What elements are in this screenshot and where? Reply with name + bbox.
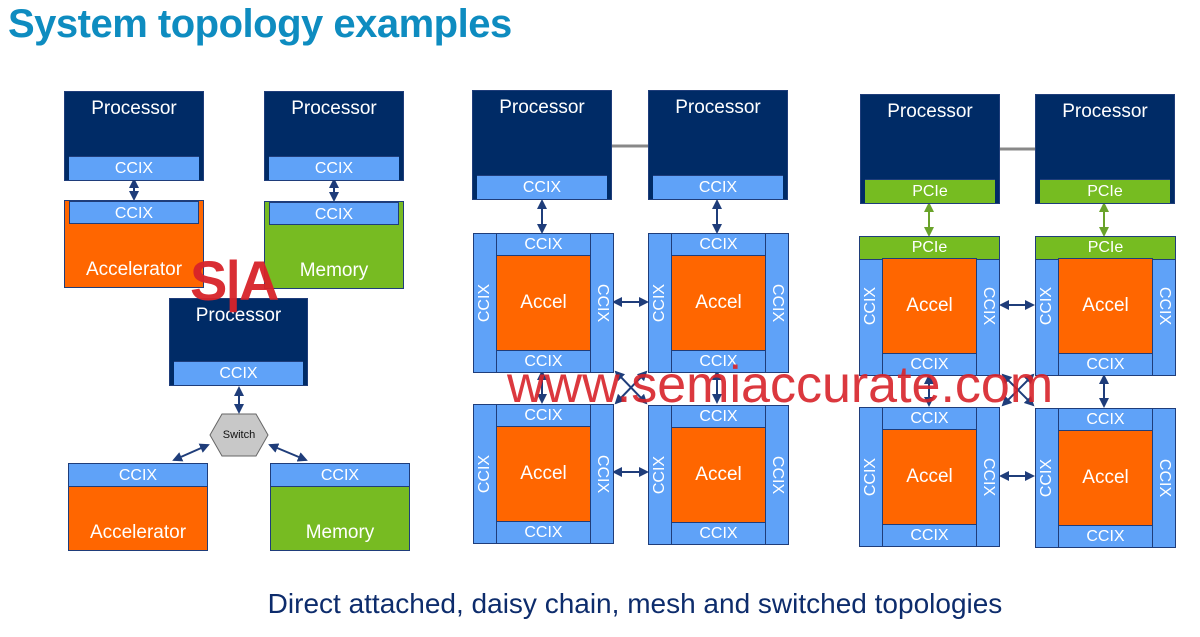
ccix-port-top: CCIX <box>699 408 738 425</box>
mid-processor-1: Processor CCIX <box>472 90 612 200</box>
slide-caption: Direct attached, daisy chain, mesh and s… <box>267 588 1003 619</box>
mid-accel-node-2: CCIX CCIX CCIX CCIX Accel <box>648 233 789 373</box>
processor-label: Processor <box>291 98 377 119</box>
accel-core: Accel <box>882 429 977 525</box>
ccix-port-bottom: CCIX <box>910 527 949 544</box>
ccix-port-top: CCIX <box>910 410 949 427</box>
mid-processor-2: Processor CCIX <box>648 90 788 200</box>
ccix-port-top: CCIX <box>1086 411 1125 428</box>
processor-label: Processor <box>195 305 282 326</box>
ccix-port-right: CCIX <box>765 406 788 544</box>
ccix-port: CCIX <box>653 175 783 199</box>
ccix-port-bottom: CCIX <box>1086 356 1125 373</box>
pcie-port-top: PCIe <box>1036 237 1175 260</box>
accelerator-label: Accelerator <box>89 522 187 543</box>
ccix-port: CCIX <box>271 464 409 487</box>
right-accel-node-1: CCIX CCIX PCIe CCIX Accel <box>859 236 1000 376</box>
accel-core: Accel <box>496 426 591 522</box>
left-processor-2: Processor CCIX <box>264 91 404 181</box>
ccix-port: CCIX <box>69 464 207 487</box>
ccix-port-top: CCIX <box>524 236 563 253</box>
ccix-port-right: CCIX <box>765 234 788 372</box>
ccix-port-bottom: CCIX <box>699 525 738 542</box>
accel-core: Accel <box>882 258 977 354</box>
processor-label: Processor <box>91 98 177 119</box>
left-accelerator-1: CCIX Accelerator <box>64 200 204 288</box>
memory-label: Memory <box>305 522 375 543</box>
ccix-port-top: CCIX <box>699 236 738 253</box>
pcie-port-top: PCIe <box>860 237 999 260</box>
ccix-port-right: CCIX <box>976 408 999 546</box>
ccix-port-left: CCIX <box>860 408 883 546</box>
ccix-port-bottom: CCIX <box>699 353 738 370</box>
ccix-port-left: CCIX <box>649 406 672 544</box>
link-mid-n2-n3 <box>614 370 648 405</box>
accel-core: Accel <box>1058 430 1153 526</box>
accel-core: Accel <box>496 255 591 351</box>
watermark-url: www.semiaccurate.com <box>507 356 1054 414</box>
ccix-port: CCIX <box>269 156 399 180</box>
ccix-port-right: CCIX <box>1152 409 1175 547</box>
ccix-port-left: CCIX <box>649 234 672 372</box>
watermark-logo: S|A <box>190 249 279 312</box>
right-processor-1: Processor PCIe <box>860 94 1000 204</box>
left-processor-3: Processor CCIX <box>169 298 308 386</box>
right-accel-node-3: CCIX CCIX CCIX CCIX Accel <box>859 407 1000 547</box>
accelerator-label: Accelerator <box>85 259 183 280</box>
ccix-port: CCIX <box>269 202 399 225</box>
processor-label: Processor <box>887 101 973 122</box>
mid-accel-node-3: CCIX CCIX CCIX CCIX Accel <box>473 404 614 544</box>
mid-accel-node-1: CCIX CCIX CCIX CCIX Accel <box>473 233 614 373</box>
accel-core: Accel <box>671 427 766 523</box>
switch-label: Switch <box>222 429 256 441</box>
ccix-port-bottom: CCIX <box>910 356 949 373</box>
right-accel-node-4: CCIX CCIX CCIX CCIX Accel <box>1035 408 1176 548</box>
ccix-port-right: CCIX <box>590 405 613 543</box>
right-accel-node-2: CCIX CCIX PCIe CCIX Accel <box>1035 236 1176 376</box>
memory-label: Memory <box>299 260 369 281</box>
ccix-port: CCIX <box>69 156 199 180</box>
switch-hexagon <box>209 413 269 457</box>
accel-core: Accel <box>671 255 766 351</box>
processor-label: Processor <box>499 97 585 118</box>
link-switch-mem2 <box>268 443 308 462</box>
processor-label: Processor <box>1062 101 1148 122</box>
left-accelerator-2: CCIX Accelerator <box>68 463 208 551</box>
ccix-port-bottom: CCIX <box>1086 528 1125 545</box>
left-memory-1: CCIX Memory <box>264 201 404 289</box>
ccix-port-left: CCIX <box>1036 409 1059 547</box>
link-right-n2-n3 <box>1001 373 1035 407</box>
ccix-port-bottom: CCIX <box>524 353 563 370</box>
ccix-port-left: CCIX <box>474 234 497 372</box>
accel-core: Accel <box>1058 258 1153 354</box>
pcie-port: PCIe <box>1040 179 1170 203</box>
processor-label: Processor <box>675 97 761 118</box>
ccix-port-top: CCIX <box>524 407 563 424</box>
pcie-port: PCIe <box>865 179 995 203</box>
left-memory-2: CCIX Memory <box>270 463 410 551</box>
right-processor-2: Processor PCIe <box>1035 94 1175 204</box>
link-switch-accel2 <box>172 443 210 462</box>
ccix-port: CCIX <box>69 201 199 224</box>
left-processor-1: Processor CCIX <box>64 91 204 181</box>
ccix-port-bottom: CCIX <box>524 524 563 541</box>
ccix-port-left: CCIX <box>474 405 497 543</box>
mid-accel-node-4: CCIX CCIX CCIX CCIX Accel <box>648 405 789 545</box>
ccix-port-right: CCIX <box>590 234 613 372</box>
ccix-port: CCIX <box>477 175 607 199</box>
slide-title: System topology examples <box>8 2 512 46</box>
ccix-port: CCIX <box>174 361 303 385</box>
